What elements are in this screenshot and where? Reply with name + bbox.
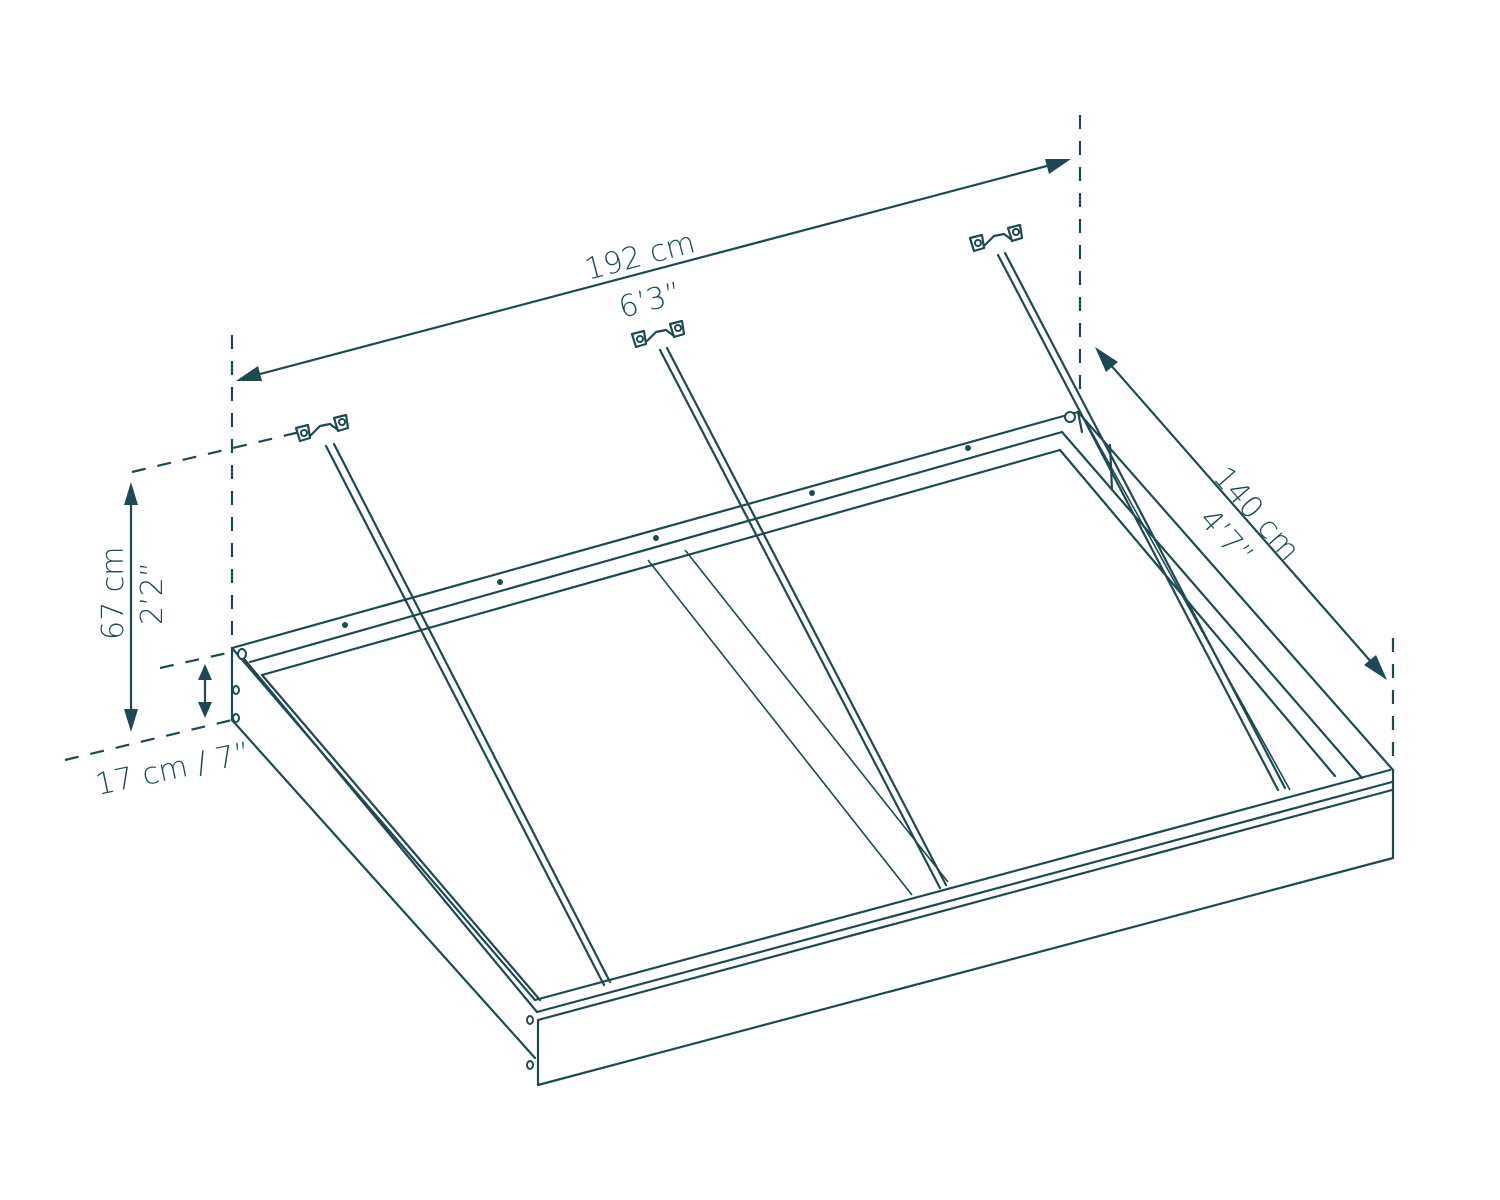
width-metric-label: 192 cm (581, 225, 699, 288)
height-metric-label: 67 cm (96, 547, 131, 640)
depth-dimension: 140 cm 4’7” (1095, 347, 1387, 680)
awning-frame (230, 410, 1395, 1087)
wall-bracket-center (630, 319, 686, 349)
frame-thickness-label: 17 cm / 7” (92, 736, 253, 803)
width-imperial-label: 6’3” (615, 276, 685, 326)
width-dimension: 192 cm 6’3” (236, 159, 1071, 381)
height-dimension: 67 cm 2’2” (96, 482, 170, 732)
reference-dashed-lines (64, 115, 1395, 762)
wall-bracket-right (968, 223, 1024, 253)
wall-bracket-left (294, 413, 350, 443)
height-imperial-label: 2’2” (135, 562, 170, 625)
support-arms (324, 251, 1291, 987)
